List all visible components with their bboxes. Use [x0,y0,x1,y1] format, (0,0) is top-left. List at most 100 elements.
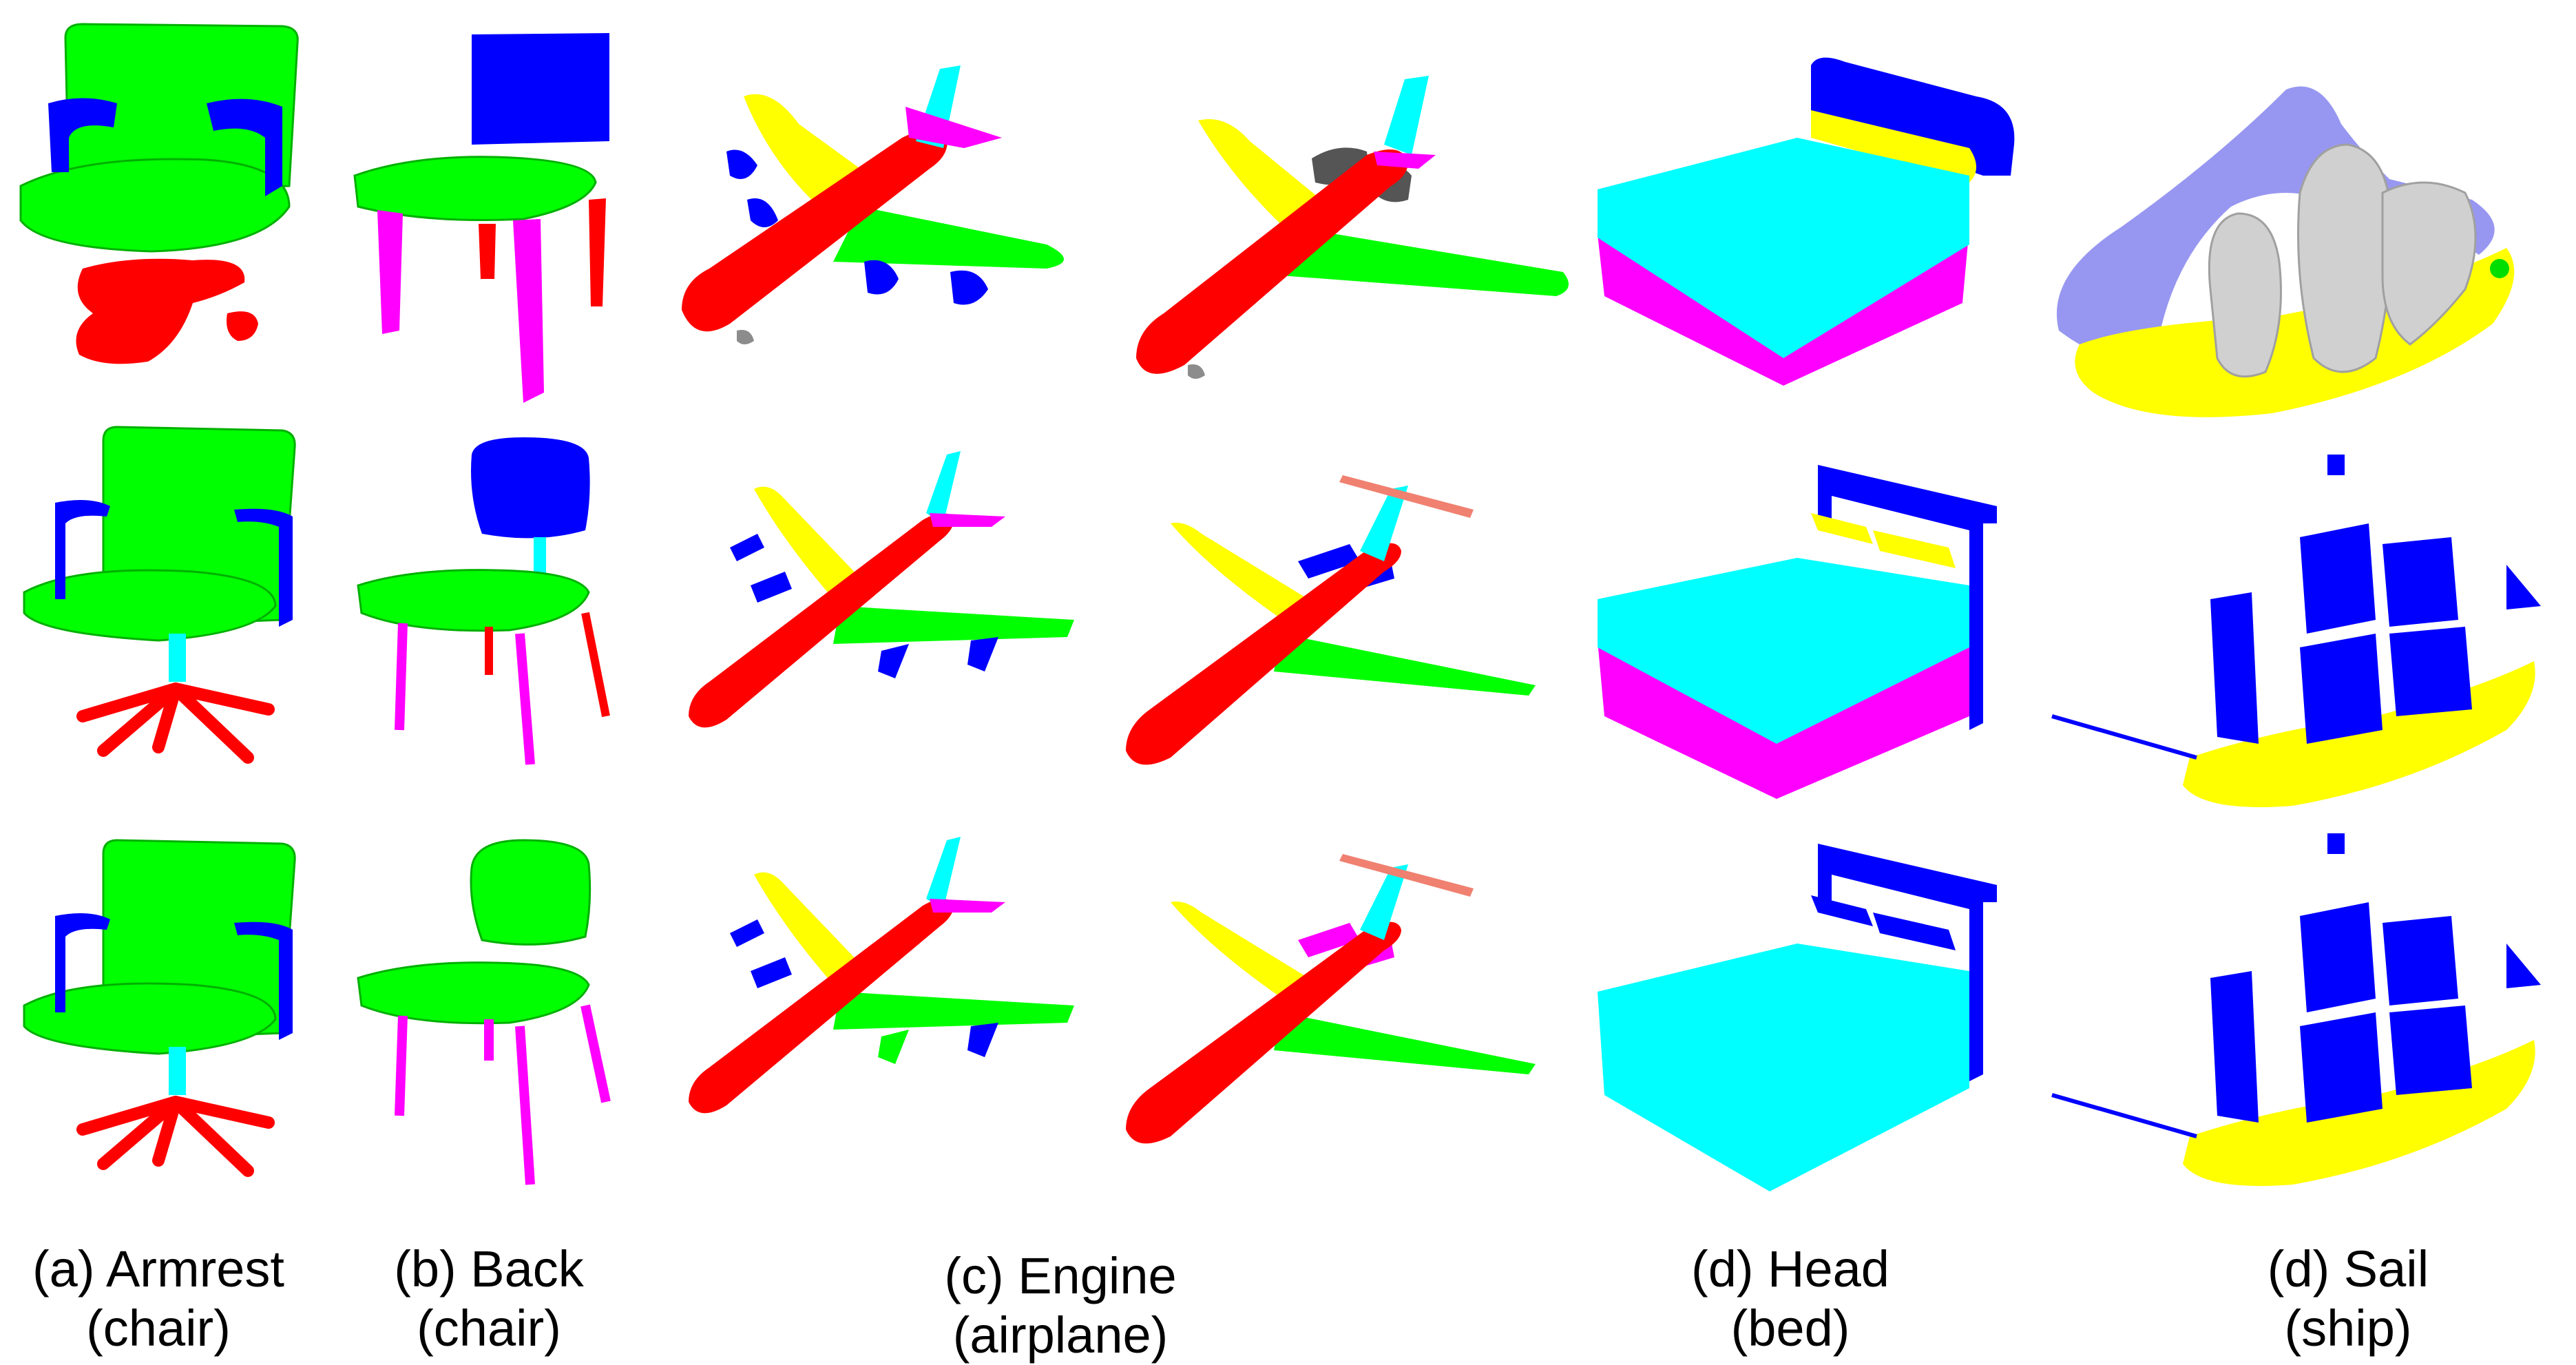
chair-leg [395,1004,611,1185]
ship-sail-row2 [2051,455,2541,807]
airplane-wing [754,486,861,603]
airplane-engine [730,534,764,561]
ship-bowsprit [2051,1093,2197,1138]
chair-armrest-row1 [19,23,299,364]
ship-sail [2383,916,2458,1005]
chair-leg [485,612,610,718]
airplane-tail [1360,486,1408,561]
chair-back [472,33,609,145]
caption-line2: (bed) [1730,1300,1850,1357]
chair-armrest [234,508,293,627]
caption-line2: (chair) [417,1300,561,1357]
bed-mattress [1598,944,1969,1191]
chair-armrest [234,921,293,1040]
airplane-wing [1171,902,1308,1002]
airplane-engine [726,149,757,179]
ship-sail-row1 [2056,86,2515,417]
bed-head [1818,465,1997,730]
bed-pillow [1811,895,1873,926]
ship-sail [2381,181,2477,346]
bed-head-row1 [1598,57,2015,386]
airplane-wing [833,207,1064,269]
chair-back [470,839,591,946]
ship-sail [2300,634,2383,744]
caption-engine: (c) Engine (airplane) [923,1247,1198,1365]
airplane-tail [1374,152,1436,169]
airplane-wing [833,992,1074,1030]
caption-line1: (b) Back [394,1240,584,1298]
airplane-tail [1384,76,1429,155]
chair-post [169,1047,186,1095]
chair-armrest [55,913,110,1012]
chair-back-row3 [357,839,611,1185]
airplane-fuselage [689,513,954,728]
ship-sail [2210,971,2259,1123]
chair-post [169,634,186,682]
airplane-tail [1339,854,1474,897]
ship-bowsprit [2051,714,2197,760]
airplane-engine [1298,923,1360,957]
ship-flag [2327,455,2345,475]
chair-armrest [48,98,117,172]
caption-line2: (chair) [86,1300,231,1357]
airplane-engine [950,270,988,305]
chair-base [227,311,258,341]
airplane-engine-row2-a [689,451,1074,728]
bed-pillow [1873,913,1956,950]
row-1 [19,23,2515,417]
airplane-engine [1298,544,1360,579]
ship-flag [2506,944,2541,988]
chair-seat [19,158,291,253]
airplane-wing [1171,523,1308,623]
bed-head [1811,57,2015,176]
airplane-gear [1188,364,1205,379]
airplane-tail [926,451,961,523]
airplane-fuselage [682,129,947,332]
chair-armrest-row2 [23,426,296,764]
chair-back [471,437,590,539]
caption-line1: (d) Sail [2267,1240,2429,1298]
airplane-fuselage [689,899,954,1114]
airplane-engine [751,572,792,603]
caption-line1: (d) Head [1691,1240,1889,1298]
ship-flag [2506,565,2541,609]
chair-seat [353,156,597,221]
ship-flag [2490,259,2509,278]
ship-sail-row3 [2051,833,2541,1186]
airplane-engine [878,644,909,678]
chair-base [76,682,275,764]
airplane-tail [1360,864,1408,940]
ship-sail [2208,212,2282,378]
caption-line1: (c) Engine [944,1247,1177,1304]
airplane-gear [737,330,754,344]
bed-pillow [1811,513,1873,544]
caption-line2: (ship) [2284,1300,2412,1357]
airplane-engine-row1-a [682,65,1064,344]
chair-seat [23,569,277,642]
chair-leg [589,198,606,306]
chair-back-row2 [357,437,610,765]
chair-seat [357,961,590,1025]
ship-sail [2210,592,2259,744]
bed-mattress [1598,558,1969,744]
row-3 [23,833,2541,1191]
airplane-engine [730,919,764,947]
ship-sail [2297,143,2392,373]
airplane-tail [926,837,961,909]
bed-mattress [1598,138,1969,358]
row-2 [23,426,2541,807]
airplane-engine-row1-b [1136,76,1569,379]
chair-leg [395,623,535,765]
airplane-wing [833,606,1074,644]
airplane-engine-row3-b [1126,854,1536,1144]
chair-armrest [207,98,282,196]
caption-armrest: (a) Armrest (chair) [7,1240,310,1358]
airplane-wing [1281,227,1569,296]
bed-head-row3 [1598,844,1997,1191]
bed-head-row2 [1598,465,1997,799]
ship-sail [2300,902,2376,1012]
chair-base [76,1096,275,1177]
airplane-engine [747,198,778,227]
airplane-wing [1198,119,1326,231]
bed-pillow [1811,110,1976,183]
